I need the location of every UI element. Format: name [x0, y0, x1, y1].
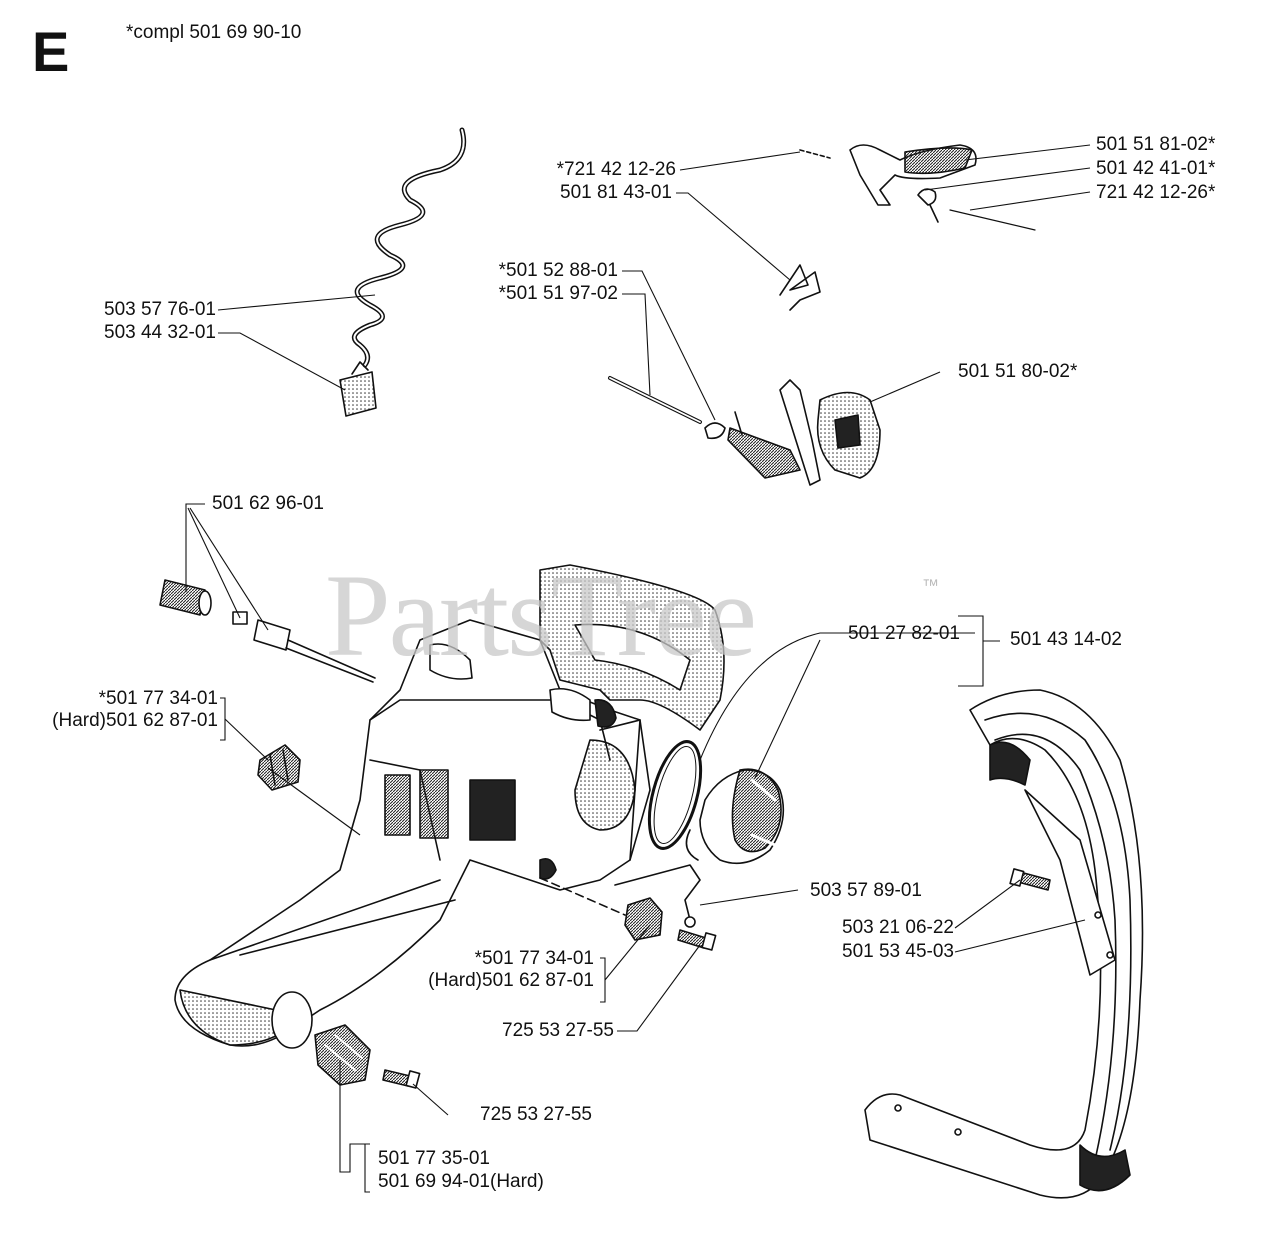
throttle-lockout-part — [608, 376, 881, 486]
part-label: 501 43 14-02 — [1010, 629, 1122, 650]
part-label: 501 51 81-02* — [1096, 134, 1216, 155]
part-label: 501 77 35-01 — [378, 1148, 490, 1169]
screw-right-part — [677, 929, 717, 951]
part-label: 501 27 82-01 — [848, 623, 960, 644]
part-label: *501 77 34-01 — [98, 688, 218, 709]
leader-lines — [185, 144, 1091, 1193]
part-label: *501 77 34-01 — [474, 948, 594, 969]
part-label: *501 51 97-02 — [498, 283, 618, 304]
part-label: *501 52 88-01 — [498, 260, 618, 281]
part-label: 503 57 89-01 — [810, 880, 922, 901]
av-element-left-part — [257, 744, 301, 791]
part-label: 501 51 80-02* — [958, 361, 1078, 382]
handle-screw-part — [1009, 868, 1051, 891]
tank-cap-part — [685, 768, 785, 865]
part-label: 503 44 32-01 — [104, 322, 216, 343]
part-label: 725 53 27-55 — [502, 1020, 614, 1041]
part-label: 501 69 94-01(Hard) — [378, 1171, 544, 1192]
av-element-right-part — [539, 877, 663, 941]
watermark: PartsTree — [325, 550, 757, 681]
gasket-ring-part — [647, 740, 703, 850]
fuel-filter-part — [339, 361, 377, 417]
screw-bottom-part — [382, 1069, 421, 1089]
part-label: (Hard)501 62 87-01 — [428, 970, 594, 991]
part-label: *721 42 12-26 — [556, 159, 676, 180]
section-letter: E — [32, 20, 70, 83]
compl-note: *compl 501 69 90-10 — [126, 22, 302, 43]
part-label: 501 81 43-01 — [560, 182, 672, 203]
cap-retainer-wire-part — [614, 864, 701, 928]
fuel-hose-part — [351, 127, 467, 368]
part-label: 503 57 76-01 — [104, 299, 216, 320]
part-label: 501 62 96-01 — [212, 493, 324, 514]
av-element-bottom-part — [314, 1024, 371, 1086]
part-label: 501 53 45-03 — [842, 941, 954, 962]
part-label: (Hard)501 62 87-01 — [52, 710, 218, 731]
throttle-trigger-part — [799, 144, 1036, 231]
oil-pipe-part — [159, 579, 376, 683]
part-label: 503 21 06-22 — [842, 917, 954, 938]
handle-housing-part — [174, 564, 725, 1049]
part-label: 725 53 27-55 — [480, 1104, 592, 1125]
trademark-symbol: ™ — [922, 576, 939, 595]
part-label: 721 42 12-26* — [1096, 182, 1216, 203]
part-label: 501 42 41-01* — [1096, 158, 1216, 179]
throttle-spring-part — [779, 264, 821, 311]
front-handle-part — [864, 689, 1144, 1199]
